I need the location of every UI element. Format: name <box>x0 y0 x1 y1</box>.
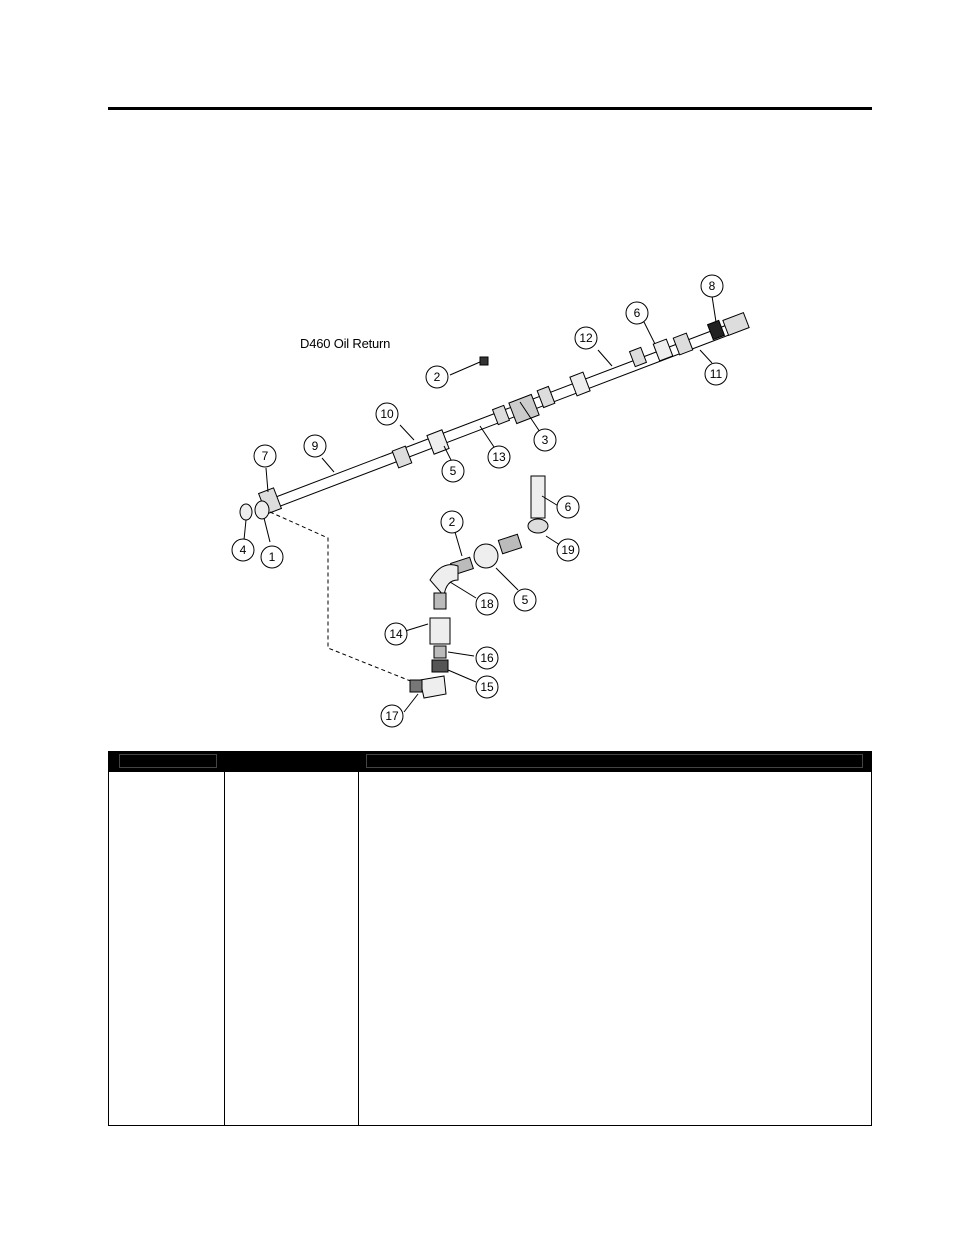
callout-label: 16 <box>480 651 494 665</box>
callout-label: 3 <box>542 433 549 447</box>
table-header <box>109 752 871 772</box>
nipple-6 <box>530 475 546 519</box>
coupling-13 <box>491 404 511 426</box>
union-12 <box>569 371 591 397</box>
callout-label: 9 <box>312 439 319 453</box>
callout-label: 13 <box>492 450 506 464</box>
fitting-15 <box>431 659 449 673</box>
elbow-17 <box>419 675 447 699</box>
nipple-16 <box>433 645 447 659</box>
union-5b <box>473 543 499 569</box>
callout-label: 12 <box>579 331 593 345</box>
parts-diagram: 8 6 12 11 2 3 10 9 13 5 7 4 1 6 2 19 5 1… <box>0 260 954 740</box>
part-number-column <box>225 772 358 1125</box>
coupling-6a <box>628 346 648 368</box>
plug-2 <box>479 356 489 366</box>
dashed-connection <box>269 511 429 689</box>
header-rule <box>108 107 872 110</box>
callout-label: 19 <box>561 543 575 557</box>
column-divider <box>224 772 225 1125</box>
callout-label: 14 <box>389 627 403 641</box>
oil-return-assembly-drawing: 8 6 12 11 2 3 10 9 13 5 7 4 1 6 2 19 5 1… <box>231 274 750 728</box>
callout-label: 5 <box>522 593 529 607</box>
nipple-5b <box>497 533 523 555</box>
end-cap <box>722 311 750 337</box>
header-cell-frame <box>366 754 863 768</box>
elbow-19 <box>527 518 549 534</box>
fitting-4 <box>239 503 253 521</box>
callout-label: 6 <box>565 500 572 514</box>
callout-label: 17 <box>385 709 399 723</box>
valve-14 <box>429 617 451 645</box>
fitting-1 <box>254 500 270 520</box>
item-column <box>109 772 224 1125</box>
callout-label: 2 <box>449 515 456 529</box>
callout-label: 18 <box>480 597 494 611</box>
header-cell-2 <box>224 752 358 772</box>
nipple-18 <box>433 592 447 610</box>
nipple-17 <box>409 679 423 693</box>
union-5 <box>426 429 450 455</box>
callout-label: 11 <box>710 367 723 381</box>
coupling-10 <box>391 445 413 469</box>
description-column <box>359 772 871 1125</box>
figure-title: D460 Oil Return <box>300 336 391 351</box>
coupling-6b <box>652 338 674 362</box>
callout-label: 6 <box>634 306 641 320</box>
callout-label: 10 <box>380 407 394 421</box>
parts-table <box>108 751 872 1126</box>
elbow-18 <box>429 564 459 598</box>
callout-label: 8 <box>709 279 716 293</box>
callout-label: 4 <box>240 543 247 557</box>
tee-3 <box>508 393 540 425</box>
coupling-11 <box>672 332 694 356</box>
callout-label: 7 <box>262 449 269 463</box>
callout-label: 5 <box>450 464 457 478</box>
coupling-3b <box>536 385 556 409</box>
callout-label: 1 <box>269 550 276 564</box>
callout-label: 2 <box>434 370 441 384</box>
header-cell-frame <box>119 754 217 768</box>
fitting-8 <box>706 319 726 341</box>
callout-label: 15 <box>480 680 494 694</box>
column-divider <box>358 772 359 1125</box>
